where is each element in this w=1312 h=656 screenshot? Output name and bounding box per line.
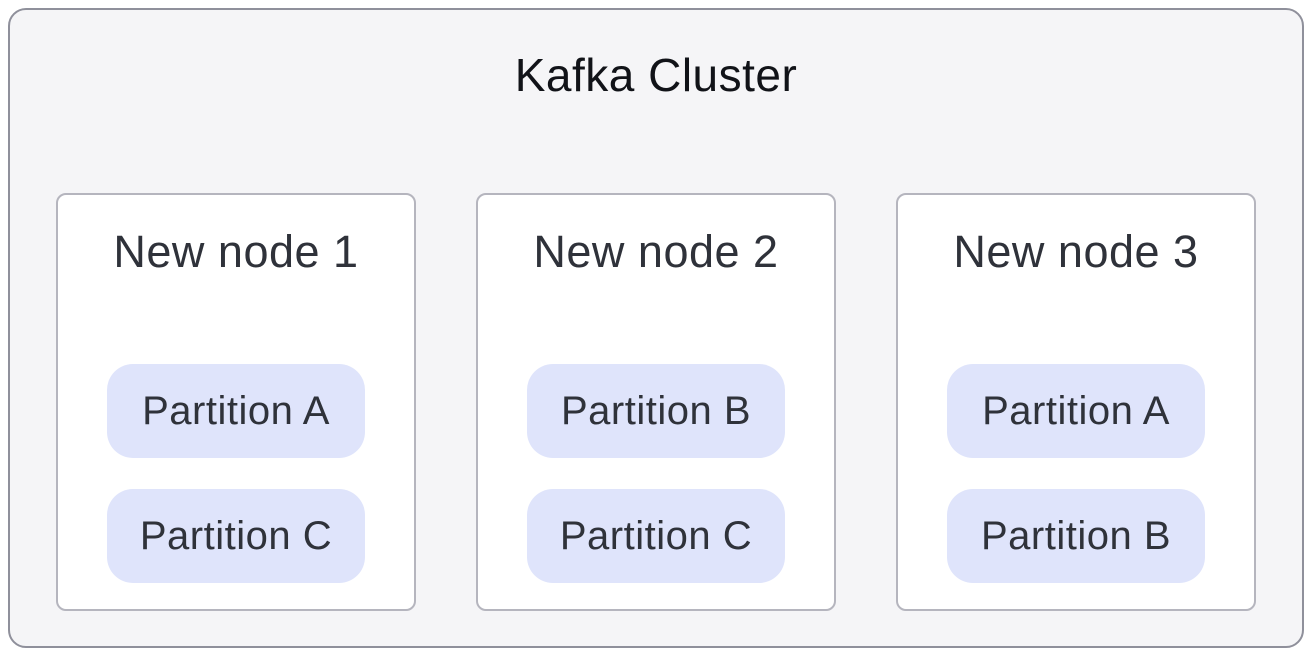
partition-pill: Partition C bbox=[527, 489, 785, 583]
node-title: New node 3 bbox=[953, 226, 1199, 277]
node-row: New node 1 Partition A Partition C New n… bbox=[10, 193, 1302, 611]
cluster-title: Kafka Cluster bbox=[514, 49, 798, 101]
partition-list: Partition A Partition B bbox=[947, 364, 1205, 583]
partition-pill: Partition C bbox=[107, 489, 365, 583]
kafka-cluster-container: Kafka Cluster New node 1 Partition A Par… bbox=[8, 8, 1304, 648]
partition-pill: Partition A bbox=[947, 364, 1205, 458]
partition-list: Partition A Partition C bbox=[107, 364, 365, 583]
partition-list: Partition B Partition C bbox=[527, 364, 785, 583]
node-title: New node 2 bbox=[533, 226, 779, 277]
node-card-3: New node 3 Partition A Partition B bbox=[896, 193, 1256, 611]
node-card-1: New node 1 Partition A Partition C bbox=[56, 193, 416, 611]
node-card-2: New node 2 Partition B Partition C bbox=[476, 193, 836, 611]
node-title: New node 1 bbox=[113, 226, 359, 277]
partition-pill: Partition B bbox=[527, 364, 785, 458]
partition-pill: Partition A bbox=[107, 364, 365, 458]
partition-pill: Partition B bbox=[947, 489, 1205, 583]
